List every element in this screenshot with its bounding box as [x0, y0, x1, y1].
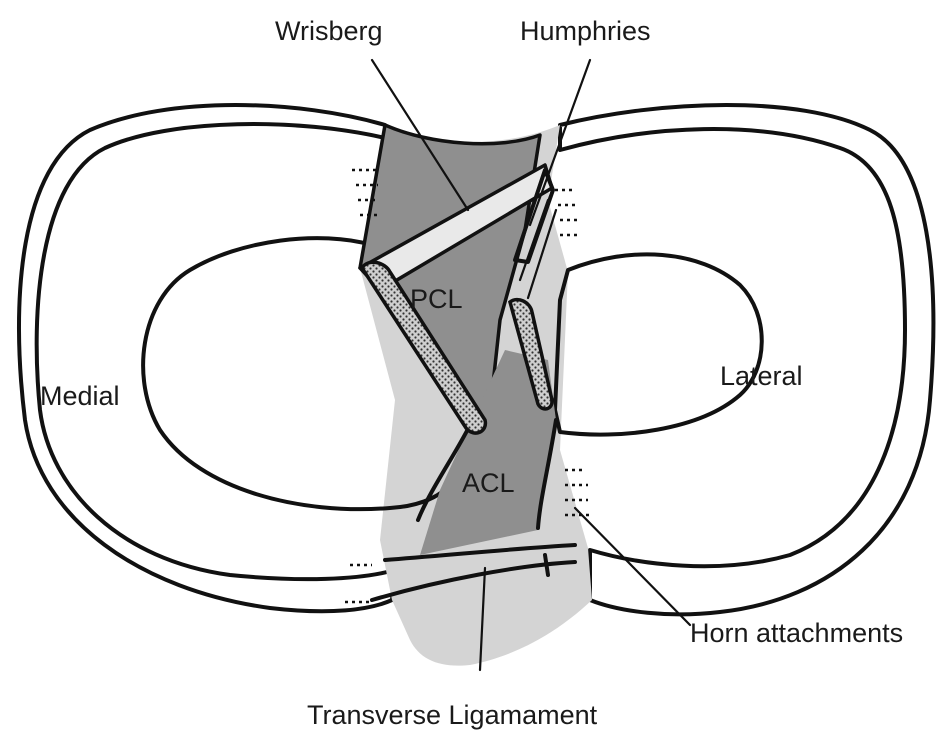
label-horn-attachments: Horn attachments	[690, 618, 903, 648]
lateral-plateau	[555, 254, 762, 434]
label-acl: ACL	[462, 468, 515, 498]
label-pcl: PCL	[410, 284, 463, 314]
label-medial: Medial	[40, 381, 120, 411]
label-humphries: Humphries	[520, 16, 651, 46]
label-transverse-ligament: Transverse Ligamament	[307, 700, 598, 730]
label-lateral: Lateral	[720, 361, 803, 391]
label-wrisberg: Wrisberg	[275, 16, 383, 46]
